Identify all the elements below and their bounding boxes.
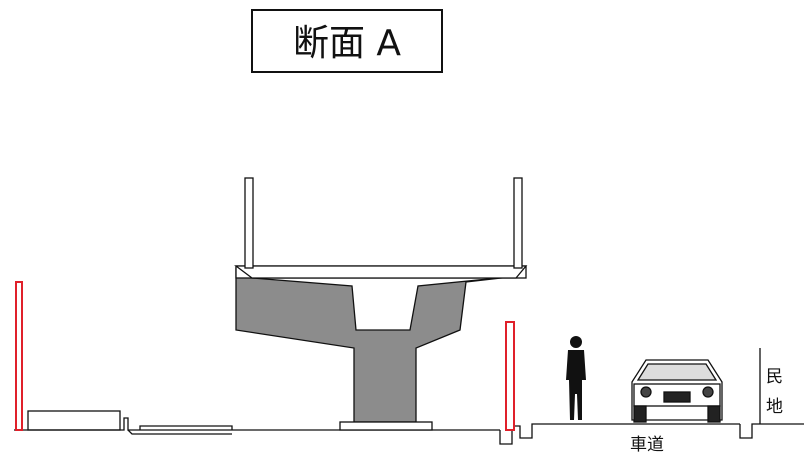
pier-footing [339, 421, 433, 431]
ground-profile [14, 410, 804, 445]
left-low-wall [27, 410, 121, 431]
boundary-posts [15, 281, 515, 431]
parapet-left [244, 177, 254, 269]
section-title: 断面 A [293, 23, 401, 64]
car-front-icon [631, 359, 723, 423]
viaduct-structure [234, 177, 528, 431]
gutter-left [499, 423, 548, 445]
private-land-label-1: 民 [766, 367, 783, 387]
red-post-left [15, 281, 23, 431]
deck-haunch [234, 265, 528, 279]
sidewalk-edge-left [127, 429, 232, 435]
title-box: 断面 A [251, 9, 443, 73]
parapet-right [513, 177, 523, 269]
red-post-right [505, 321, 515, 431]
roadway-label: 車道 [630, 435, 664, 455]
private-land-label-2: 地 [766, 397, 783, 417]
gutter-right [739, 423, 804, 439]
sidewalk-curb-left [139, 425, 233, 430]
pier-column [235, 267, 519, 423]
person-silhouette-icon [566, 336, 586, 420]
title-frame [251, 9, 443, 73]
